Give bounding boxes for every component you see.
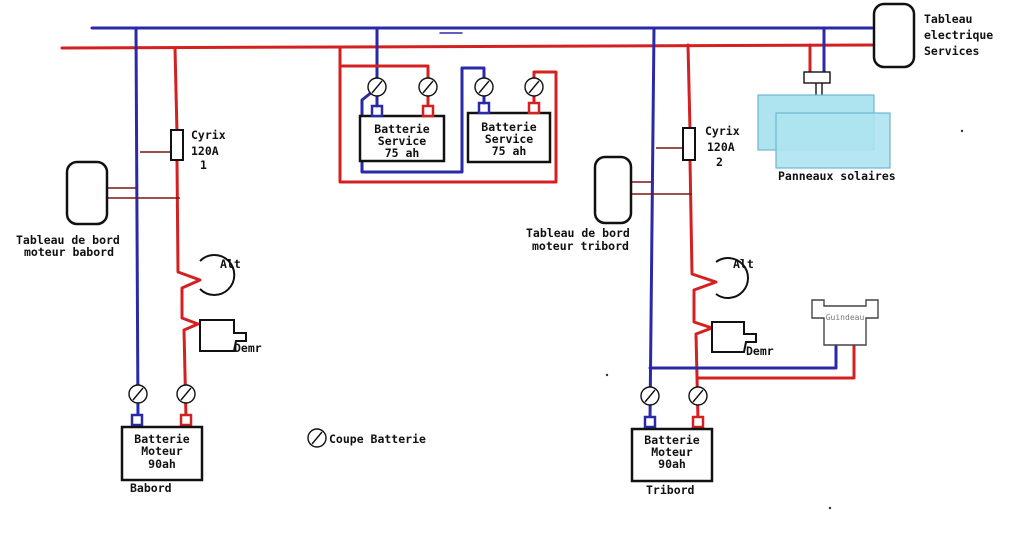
tableau-services-line1: Tableau	[924, 12, 972, 26]
tableau-services: Tableau electrique Services	[872, 2, 993, 69]
switch-tribord-neg	[640, 386, 660, 406]
panneaux-solaires: Panneaux solaires	[757, 94, 896, 183]
tableau-babord: Tableau de bord moteur babord	[16, 160, 120, 259]
tableau-services-line2: electrique	[924, 28, 993, 42]
babord-wiring	[106, 26, 202, 420]
panneaux-label: Panneaux solaires	[778, 169, 896, 183]
solar-wiring	[803, 26, 831, 96]
positive-bus	[60, 43, 874, 50]
service-terminals	[370, 94, 541, 118]
svg-text:2: 2	[716, 155, 723, 169]
legend-label: Coupe Batterie	[329, 432, 426, 446]
demarreur-tribord: Demr	[711, 321, 774, 358]
terminal-pos-1	[421, 104, 435, 118]
tribord-wiring	[630, 26, 856, 422]
solar-panel-2	[775, 112, 891, 169]
terminal-pos-2	[527, 101, 541, 115]
svg-text:moteur babord: moteur babord	[24, 245, 114, 259]
svg-text:Cyrix: Cyrix	[705, 124, 740, 138]
stray-marks	[605, 129, 964, 510]
svg-text:90ah: 90ah	[658, 457, 686, 471]
svg-text:Demr: Demr	[234, 341, 262, 355]
svg-text:Batterie: Batterie	[134, 432, 189, 446]
svg-text:Moteur: Moteur	[141, 444, 183, 458]
tableau-services-panel	[872, 2, 916, 69]
svg-text:Batterie: Batterie	[644, 433, 699, 447]
switch-service-1-neg	[367, 77, 387, 97]
switch-babord-neg	[128, 384, 148, 404]
service-battery-2: Batterie Service 75 ah	[466, 111, 552, 164]
svg-text:Moteur: Moteur	[651, 445, 693, 459]
demarreur-babord: Demr	[199, 319, 262, 355]
alternator-babord: Alt	[199, 254, 241, 296]
service-wiring	[338, 26, 558, 184]
svg-text:Cyrix: Cyrix	[191, 128, 226, 142]
tribord-label: Tribord	[646, 483, 695, 497]
switch-tribord-pos	[688, 386, 708, 406]
svg-text:1: 1	[200, 158, 207, 172]
moteur-battery-babord: Batterie Moteur 90ah Babord	[120, 413, 204, 495]
svg-text:Demr: Demr	[746, 344, 774, 358]
svg-text:120A: 120A	[707, 140, 735, 154]
svg-text:Alt: Alt	[220, 257, 241, 271]
switch-service-2-pos	[524, 77, 544, 97]
moteur-battery-tribord: Batterie Moteur 90ah Tribord	[630, 415, 714, 497]
tableau-services-line3: Services	[924, 44, 979, 58]
svg-text:Service: Service	[378, 134, 427, 148]
alternator-tribord: Alt	[715, 257, 754, 299]
svg-text:Alt: Alt	[733, 257, 754, 271]
svg-text:120A: 120A	[191, 144, 219, 158]
tableau-tribord: Tableau de bord moteur tribord	[526, 155, 633, 253]
babord-label: Babord	[130, 481, 172, 495]
svg-text:90ah: 90ah	[148, 457, 176, 471]
guindeau: Guindeau	[811, 299, 879, 346]
svg-text:Batterie: Batterie	[374, 122, 429, 136]
legend-switch-icon	[307, 428, 327, 448]
svg-text:Batterie: Batterie	[481, 120, 536, 134]
negative-bus	[90, 26, 874, 34]
svg-text:75 ah: 75 ah	[385, 146, 420, 160]
svg-text:Service: Service	[485, 132, 534, 146]
svg-text:Tableau de bord: Tableau de bord	[526, 226, 630, 240]
switch-service-2-neg	[474, 77, 494, 97]
cyrix-1: Cyrix 120A 1	[170, 128, 226, 172]
svg-text:Tableau de bord: Tableau de bord	[16, 233, 120, 247]
solar-junction	[803, 71, 831, 84]
legend: Coupe Batterie	[307, 428, 426, 448]
coupe-batterie-switches	[128, 77, 708, 406]
switch-babord-pos	[176, 384, 196, 404]
switch-service-1-pos	[418, 77, 438, 97]
service-battery-1: Batterie Service 75 ah	[358, 114, 446, 163]
svg-text:75 ah: 75 ah	[492, 144, 527, 158]
svg-text:Guindeau: Guindeau	[826, 313, 865, 322]
cyrix-2: Cyrix 120A 2	[682, 124, 740, 169]
svg-text:moteur tribord: moteur tribord	[532, 239, 629, 253]
